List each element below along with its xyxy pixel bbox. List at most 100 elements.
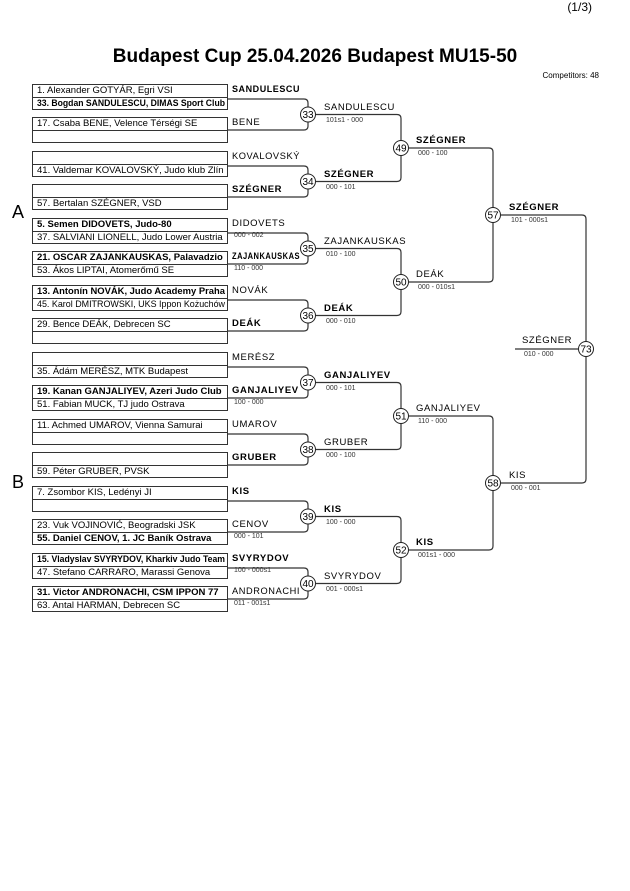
slot-winner-label: SVYRYDOV [232, 553, 290, 564]
match-number-circle: 49 [393, 140, 409, 156]
round1-winner-label: SANDULESCU [324, 101, 395, 113]
match-number-circle: 38 [300, 441, 316, 458]
match-number: 57 [487, 211, 499, 222]
round1-score: 000 - 101 [326, 183, 356, 191]
round1-score: 000 - 101 [326, 384, 356, 392]
competitor-row: 59. Péter GRUBER, PVSK [33, 466, 227, 478]
match-number: 37 [302, 378, 314, 389]
competitor-entry: 21. OSCAR ZAJANKAUSKAS, Palavadzio [37, 252, 223, 263]
match-number-circle: 35 [300, 240, 316, 257]
competitor-row: 21. OSCAR ZAJANKAUSKAS, Palavadzio [33, 252, 227, 265]
round2-score: 110 - 000 [418, 418, 448, 425]
competitor-entry: 57. Bertalan SZÉGNER, VSD [37, 198, 162, 209]
competitor-row: 53. Ákos LIPTAI, Atomerőmű SE [33, 265, 227, 277]
competitor-row: 17. Csaba BENE, Velence Térségi SE [33, 118, 227, 131]
competitor-row: 5. Semen DIDOVETS, Judo-80 [33, 219, 227, 232]
competitor-row [33, 332, 227, 344]
slot-winner-label: ZAJANKAUSKAS [232, 251, 300, 262]
slot-winner-label: ANDRONACHI [232, 586, 300, 597]
competitor-entry: 19. Kanan GANJALIYEV, Azeri Judo Club [37, 386, 222, 397]
competitor-row: 41. Valdemar KOVALOVSKÝ, Judo klub Zlín [33, 165, 227, 177]
competitor-entry: 51. Fabian MUCK, TJ judo Ostrava [37, 399, 185, 410]
competitor-entry: 63. Antal HARMAN, Debrecen SC [37, 600, 181, 611]
match-number-circle: 33 [300, 106, 316, 123]
competitor-entry: 1. Alexander GOTYÁR, Egri VSI [37, 85, 173, 96]
round2-winner-label: GANJALIYEV [416, 403, 481, 414]
round2-score: 000 - 010s1 [418, 284, 455, 291]
competitor-row [33, 433, 227, 445]
slot-score: 100 - 000s1 [234, 567, 271, 574]
competitor-row [33, 185, 227, 198]
match-number: 40 [302, 579, 314, 590]
round1-winner-label: KIS [324, 503, 342, 515]
round1-winner-label: ZAJANKAUSKAS [324, 235, 407, 247]
slot-winner-label: CENOV [232, 519, 269, 530]
competitor-entry: 15. Vladyslav SVYRYDOV, Kharkiv Judo Tea… [37, 554, 225, 565]
competitor-slot: 5. Semen DIDOVETS, Judo-80 37. SALVIANI L… [32, 218, 228, 244]
competitor-entry: 45. Karol DMITROWSKI, UKS Ippon Kożuchów [37, 299, 225, 310]
match-number: 38 [302, 445, 314, 456]
competitor-entry: 29. Bence DEÁK, Debrecen SC [37, 319, 171, 330]
match-number-circle: 52 [393, 542, 409, 558]
competitor-row: 7. Zsombor KIS, Ledényi JI [33, 487, 227, 500]
competitor-entry: 17. Csaba BENE, Velence Térségi SE [37, 118, 198, 129]
competitor-row: 19. Kanan GANJALIYEV, Azeri Judo Club [33, 386, 227, 399]
competitor-slot: 59. Péter GRUBER, PVSK [32, 452, 228, 478]
match-number-circle: 37 [300, 374, 316, 391]
competitor-slot: 29. Bence DEÁK, Debrecen SC [32, 318, 228, 344]
competitor-slot: 17. Csaba BENE, Velence Térségi SE [32, 117, 228, 143]
round3-winner-label: SZÉGNER [509, 202, 560, 213]
slot-score: 100 - 000 [234, 399, 264, 406]
match-number: 36 [302, 311, 314, 322]
match-number: 73 [580, 345, 592, 356]
competitor-row: 29. Bence DEÁK, Debrecen SC [33, 319, 227, 332]
competitor-entry: 23. Vuk VOJINOVIĆ, Beogradski JSK [37, 520, 196, 531]
competitor-slot: 35. Ádám MERÉSZ, MTK Budapest [32, 352, 228, 378]
round3-score: 101 - 000s1 [511, 217, 548, 224]
competitor-entry: 5. Semen DIDOVETS, Judo-80 [37, 219, 172, 230]
competitor-entry: 7. Zsombor KIS, Ledényi JI [37, 487, 152, 498]
competitor-slot: 57. Bertalan SZÉGNER, VSD [32, 184, 228, 210]
round1-score: 101s1 - 000 [326, 116, 363, 124]
competitor-row: 1. Alexander GOTYÁR, Egri VSI [33, 85, 227, 98]
match-number: 33 [302, 110, 314, 121]
competitor-row: 37. SALVIANI LIONELL, Judo Lower Austria [33, 232, 227, 244]
competitor-entry: 47. Stefano CARRARO, Marassi Genova [37, 567, 211, 578]
round1-score: 010 - 100 [326, 250, 356, 258]
competitor-row: 31. Victor ANDRONACHI, CSM IPPON 77 [33, 587, 227, 600]
match-number: 51 [395, 412, 407, 423]
competitor-row: 15. Vladyslav SVYRYDOV, Kharkiv Judo Tea… [33, 554, 227, 567]
round1-winner-label: SZÉGNER [324, 168, 375, 180]
match-number: 52 [395, 546, 407, 557]
slot-score: 110 - 000 [234, 265, 264, 272]
round3-bracket [409, 415, 494, 551]
match-number-circle: 36 [300, 307, 316, 324]
slot-winner-label: BENE [232, 117, 261, 128]
slot-score: 000 - 002 [234, 232, 264, 239]
competitor-row [33, 353, 227, 366]
round2-winner-label: DEÁK [416, 269, 445, 280]
competitor-row: 13. Antonín NOVÁK, Judo Academy Praha [33, 286, 227, 299]
round2-score: 001s1 - 000 [418, 552, 455, 559]
match-number-circle: 39 [300, 508, 316, 525]
match-number: 58 [487, 479, 499, 490]
match-number-circle: 50 [393, 274, 409, 290]
round1-winner-label: GANJALIYEV [324, 369, 391, 381]
competitor-row: 51. Fabian MUCK, TJ judo Ostrava [33, 399, 227, 411]
competitor-row: 33. Bogdan SANDULESCU, DIMAS Sport Club [33, 98, 227, 110]
page-title: Budapest Cup 25.04.2026 Budapest MU15-50 [112, 46, 518, 67]
round3-score: 000 - 001 [511, 485, 541, 492]
pool-label-a: A [12, 202, 25, 222]
slot-winner-label: DEÁK [232, 318, 262, 329]
competitor-row [33, 131, 227, 143]
match-number-circle: 51 [393, 408, 409, 424]
competitors-count: Competitors: 48 [542, 71, 599, 80]
final-winner-label: SZÉGNER [522, 335, 573, 346]
round3-winner-label: KIS [509, 470, 527, 481]
slot-winner-label: SANDULESCU [232, 84, 300, 95]
match-number: 34 [302, 177, 314, 188]
competitor-row: 47. Stefano CARRARO, Marassi Genova [33, 567, 227, 579]
